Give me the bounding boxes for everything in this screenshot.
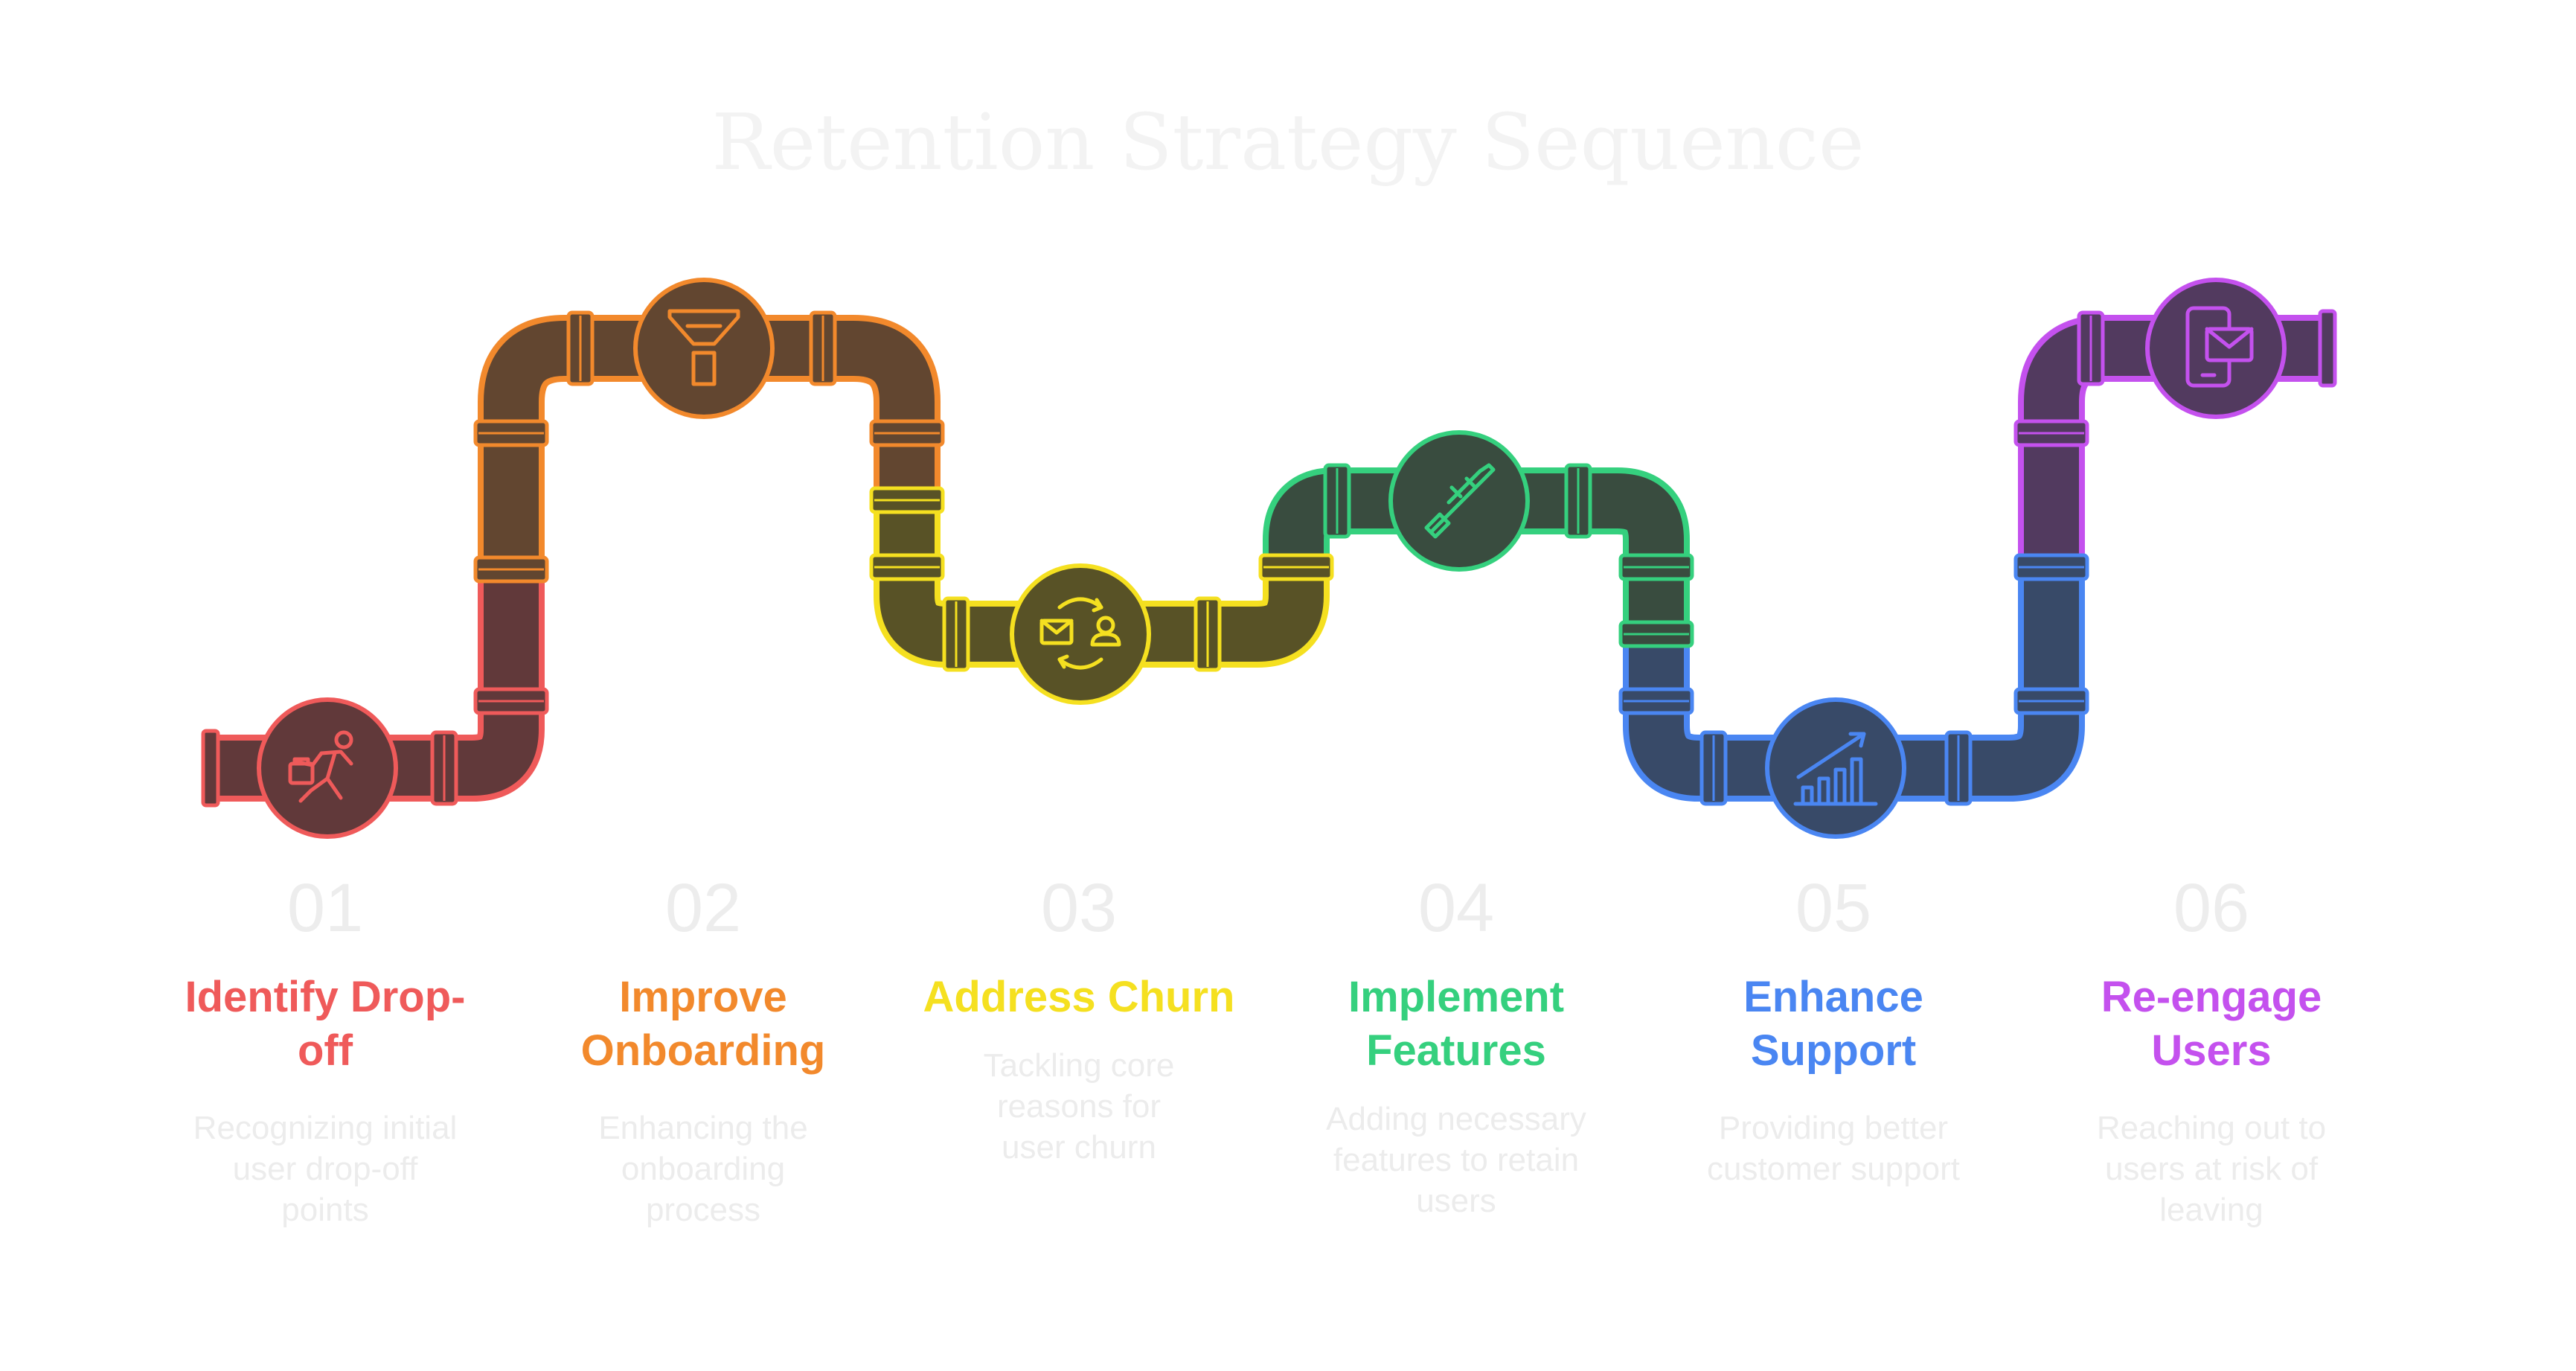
step-node-circle	[1388, 430, 1530, 572]
step-node-circle	[257, 697, 398, 839]
step-description: Adding necessary features to retain user…	[1326, 1101, 1586, 1219]
step-description: Recognizing initial user drop-off points	[193, 1110, 458, 1228]
step-label: Improve Onboarding	[580, 973, 826, 1075]
step-node-circle	[1010, 563, 1151, 705]
person-running-icon	[288, 730, 353, 803]
step-node-1	[257, 697, 398, 839]
pipe-end-cap	[2318, 309, 2337, 388]
step-node-6	[2145, 278, 2287, 419]
step-description: Reaching out to users at risk of leaving	[2096, 1110, 2327, 1228]
step-node-circle	[633, 278, 775, 419]
pipe-end-cap	[201, 729, 220, 808]
step-description: Providing better customer support	[1707, 1110, 1960, 1187]
screwdriver-icon	[1424, 463, 1496, 539]
step-node-5	[1765, 697, 1906, 839]
step-number: 06	[2173, 870, 2250, 946]
diagram-title: Retention Strategy Sequence	[711, 97, 1865, 188]
step-label: Address Churn	[923, 973, 1235, 1021]
step-3: 03 Address Churn Tackling core reasons f…	[923, 871, 1235, 1168]
phone-message-icon	[2185, 306, 2254, 388]
step-number: 04	[1417, 870, 1495, 946]
step-label: Identify Drop-off	[185, 973, 466, 1075]
step-label: Implement Features	[1348, 973, 1565, 1075]
step-number: 02	[664, 870, 742, 946]
funnel-icon	[667, 309, 740, 386]
pipe-segment	[208, 566, 539, 796]
step-label: Re-engage Users	[2101, 973, 2322, 1075]
step-6: 06 Re-engage Users Reaching out to users…	[2055, 871, 2368, 1230]
growth-chart-icon	[1793, 732, 1878, 806]
email-cycle-user-icon	[1039, 597, 1121, 670]
step-number: 03	[1040, 870, 1118, 946]
step-node-4	[1388, 430, 1530, 572]
step-4: 04 Implement Features Adding necessary f…	[1300, 871, 1612, 1221]
step-number: 05	[1795, 870, 1872, 946]
step-2: 02 Improve Onboarding Enhancing the onbo…	[547, 871, 859, 1230]
step-label: Enhance Support	[1743, 973, 1923, 1075]
step-1: 01 Identify Drop-off Recognizing initial…	[169, 871, 481, 1230]
step-node-3	[1010, 563, 1151, 705]
step-node-2	[633, 278, 775, 419]
step-description: Enhancing the onboarding process	[598, 1110, 808, 1228]
step-number: 01	[286, 870, 364, 946]
step-description: Tackling core reasons for user churn	[983, 1047, 1175, 1166]
step-5: 05 Enhance Support Providing better cust…	[1677, 871, 1990, 1189]
